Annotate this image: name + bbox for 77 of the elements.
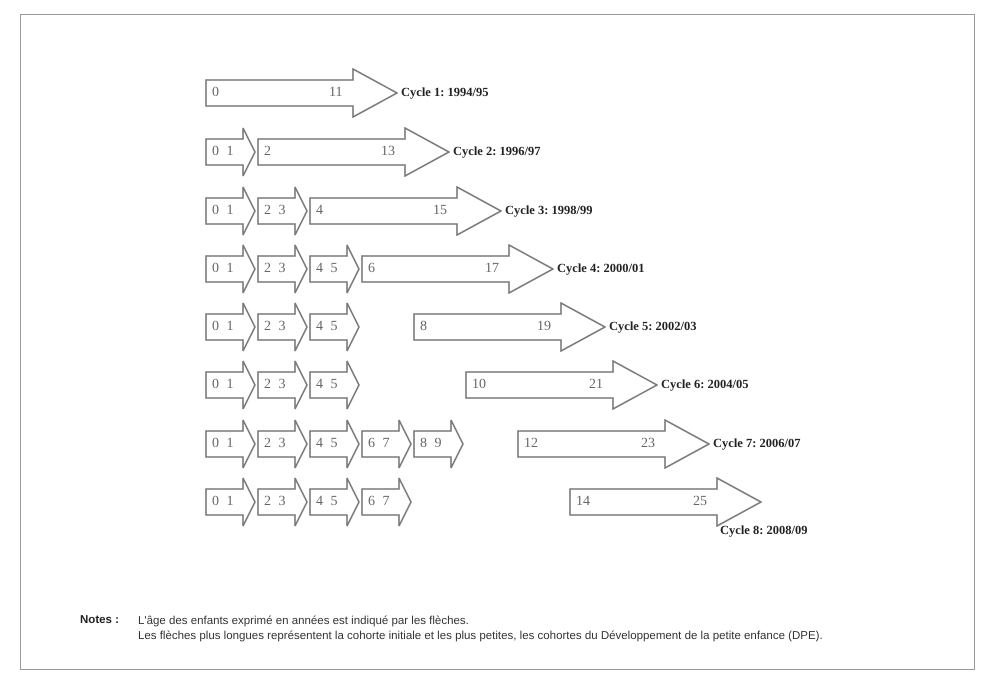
arrow-shape (413, 302, 606, 352)
arrow-shape (205, 186, 256, 236)
age-number: 2 3 (264, 437, 286, 451)
cycle-label: Cycle 8: 2008/09 (720, 523, 808, 538)
arrow-shape (257, 186, 308, 236)
age-number: 2 (264, 145, 271, 159)
age-number: 0 1 (212, 495, 234, 509)
age-number: 0 1 (212, 320, 234, 334)
arrow-shape (309, 244, 360, 294)
cycle-label: Cycle 6: 2004/05 (661, 377, 748, 392)
cycle-label: Cycle 3: 1998/99 (505, 203, 592, 218)
age-number: 2 3 (264, 204, 286, 218)
cycle-label: Cycle 5: 2002/03 (609, 319, 696, 334)
age-number: 0 (212, 86, 219, 100)
age-number: 12 (524, 437, 538, 451)
arrow-shape (309, 477, 360, 527)
note-text: Les flèches plus longues représentent la cohorte initiale et les plus petites, les cohortes du Développement de la petite enfance (DPE). (138, 629, 824, 643)
age-number: 8 (420, 320, 427, 334)
age-number: 25 (693, 495, 707, 509)
notes-heading: Notes : (80, 614, 119, 626)
arrow-shape (257, 419, 308, 469)
cycle-label: Cycle 4: 2000/01 (557, 261, 644, 276)
note-text: L'âge des enfants exprimé en années est indiqué par les flèches. (138, 614, 470, 628)
age-number: 0 1 (212, 262, 234, 276)
age-number: 4 5 (316, 495, 338, 509)
arrow-shape (205, 419, 256, 469)
arrow-shape (205, 302, 256, 352)
arrow-shape (257, 302, 308, 352)
age-number: 2 3 (264, 378, 286, 392)
age-number: 23 (641, 437, 655, 451)
age-number: 17 (485, 262, 499, 276)
age-number: 4 (316, 204, 323, 218)
age-number: 4 5 (316, 320, 338, 334)
arrow-shape (205, 477, 256, 527)
arrow-shape (361, 244, 554, 294)
age-number: 0 1 (212, 145, 234, 159)
arrow-shape (361, 419, 412, 469)
age-number: 8 9 (420, 437, 442, 451)
arrow-shape (257, 360, 308, 410)
age-number: 13 (381, 145, 395, 159)
cycle-label: Cycle 2: 1996/97 (453, 144, 540, 159)
age-number: 10 (472, 378, 486, 392)
age-number: 14 (576, 495, 590, 509)
arrow-shape (517, 419, 710, 469)
age-number: 6 7 (368, 437, 390, 451)
arrow-shape (569, 477, 762, 527)
age-number: 4 5 (316, 378, 338, 392)
age-number: 4 5 (316, 262, 338, 276)
age-number: 6 (368, 262, 375, 276)
arrow-shape (257, 244, 308, 294)
age-number: 19 (537, 320, 551, 334)
arrow-shape (309, 360, 360, 410)
arrow-shape (205, 244, 256, 294)
arrow-shape (205, 360, 256, 410)
age-number: 2 3 (264, 495, 286, 509)
arrow-shape (205, 127, 256, 177)
age-number: 6 7 (368, 495, 390, 509)
cycle-label: Cycle 7: 2006/07 (713, 436, 800, 451)
age-number: 2 3 (264, 320, 286, 334)
arrow-shape (309, 302, 360, 352)
age-number: 2 3 (264, 262, 286, 276)
age-number: 0 1 (212, 437, 234, 451)
age-number: 15 (433, 204, 447, 218)
age-number: 11 (329, 86, 342, 100)
arrow-shape (309, 186, 502, 236)
age-number: 4 5 (316, 437, 338, 451)
age-number: 21 (589, 378, 603, 392)
arrow-shape (205, 68, 398, 118)
arrow-shape (257, 127, 450, 177)
arrow-shape (309, 419, 360, 469)
age-number: 0 1 (212, 204, 234, 218)
cycle-label: Cycle 1: 1994/95 (401, 85, 488, 100)
arrow-shape (465, 360, 658, 410)
arrow-shape (413, 419, 464, 469)
age-number: 0 1 (212, 378, 234, 392)
arrow-shape (361, 477, 412, 527)
arrow-shape (257, 477, 308, 527)
